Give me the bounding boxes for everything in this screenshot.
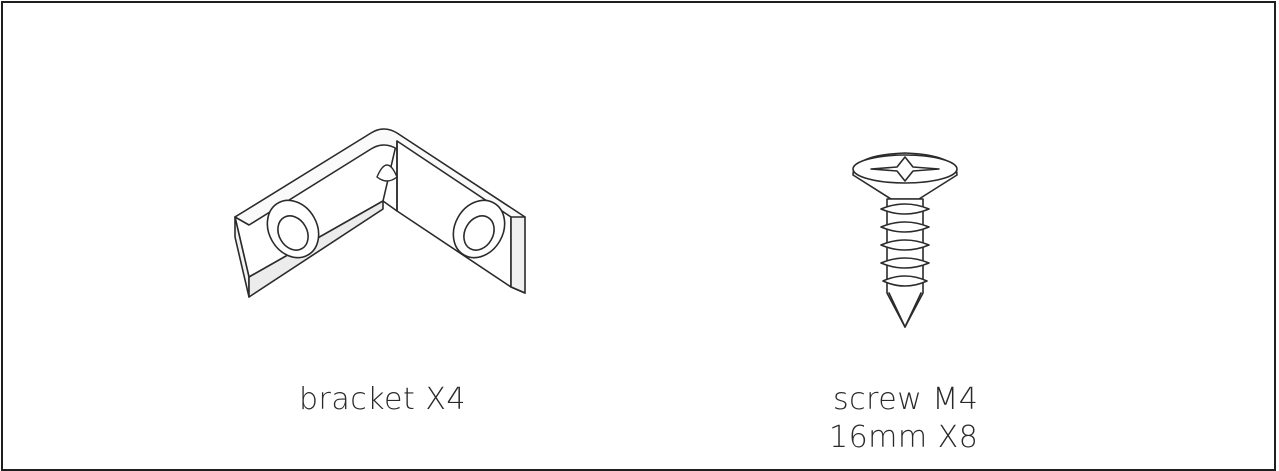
screw-label-line-2: 16mm X8 [829, 420, 979, 455]
bracket-label-line: bracket X4 [299, 382, 466, 417]
screw-label-line-1: screw M4 [833, 382, 979, 417]
bracket-illustration-icon [234, 128, 526, 298]
screw-illustration-icon [852, 152, 958, 328]
part-screw: screw M4 16mm X8 [643, 3, 1278, 471]
part-bracket: bracket X4 [3, 3, 643, 471]
screw-label: screw M4 16mm X8 [829, 381, 979, 457]
bracket-label: bracket X4 [299, 381, 466, 419]
